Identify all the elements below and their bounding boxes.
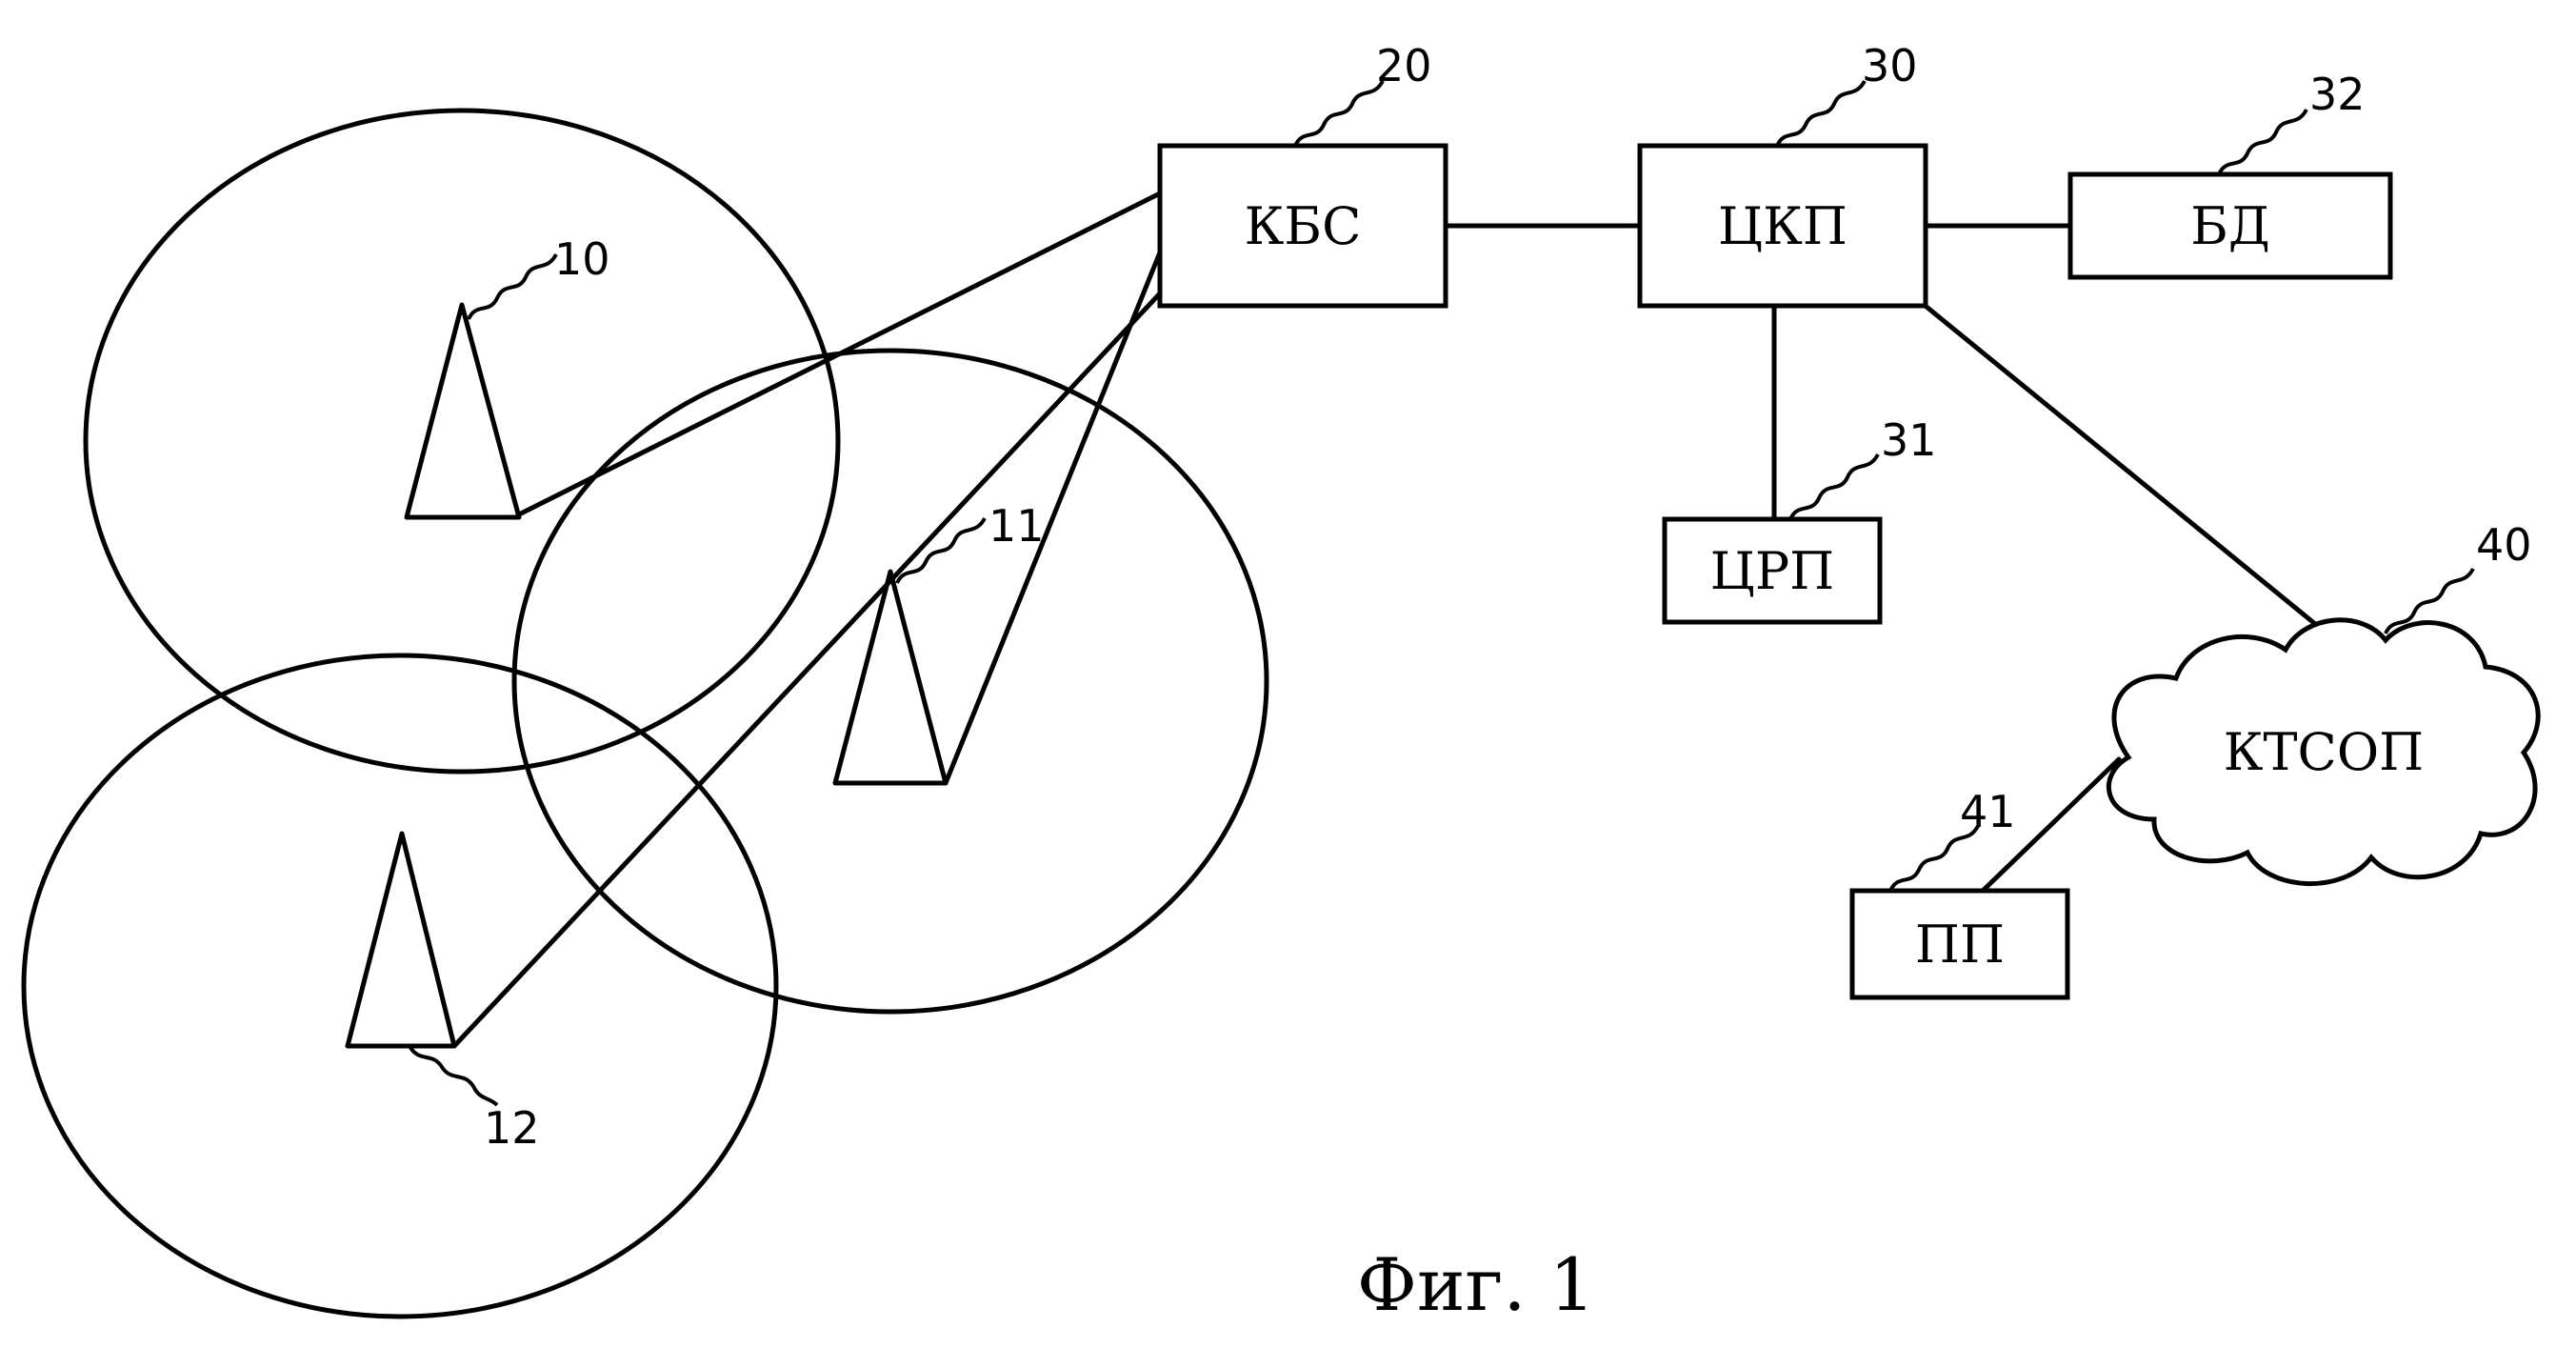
tower-12-icon <box>348 834 454 1046</box>
bd-number: 32 <box>2309 69 2366 120</box>
tower-number-10: 10 <box>554 233 610 285</box>
node-ktsop: КТСОП 40 <box>2108 519 2538 884</box>
link-12-kbs <box>454 293 1160 1046</box>
tower-links <box>454 193 1160 1046</box>
tower-11: 11 <box>835 500 1045 783</box>
ktsop-number: 40 <box>2476 519 2532 571</box>
kbs-leader <box>1295 81 1383 146</box>
tskp-label: ЦКП <box>1718 196 1847 256</box>
tsrp-number: 31 <box>1881 414 1937 466</box>
tsrp-label: ЦРП <box>1710 541 1835 601</box>
node-tsrp: ЦРП 31 <box>1665 414 1937 622</box>
link-11-kbs <box>946 252 1160 783</box>
figure-caption: Фиг. 1 <box>1357 1242 1595 1327</box>
tsrp-leader <box>1790 454 1878 519</box>
tskp-number: 30 <box>1862 40 1918 91</box>
leader-12 <box>409 1046 497 1105</box>
node-pp: ПП 41 <box>1852 786 2067 997</box>
tower-number-12: 12 <box>484 1102 540 1154</box>
node-kbs: КБС 20 <box>1160 40 1446 306</box>
node-tskp: ЦКП 30 <box>1640 40 1926 306</box>
tower-10: 10 <box>407 233 610 517</box>
leader-10 <box>469 254 556 319</box>
kbs-number: 20 <box>1376 40 1432 91</box>
tower-11-icon <box>835 572 946 783</box>
ktsop-label: КТСОП <box>2224 722 2425 782</box>
tower-10-icon <box>407 305 519 517</box>
link-tskp-ktsop <box>1922 303 2335 640</box>
bd-leader <box>2219 110 2306 174</box>
cell-11 <box>514 351 1267 1012</box>
bd-label: БД <box>2190 196 2270 256</box>
tower-number-11: 11 <box>988 500 1045 552</box>
tskp-leader <box>1777 81 1865 146</box>
coverage-cells <box>24 111 1267 1317</box>
cell-10 <box>86 111 838 772</box>
link-10-kbs <box>519 193 1160 514</box>
pp-label: ПП <box>1915 915 2005 975</box>
pp-number: 41 <box>1960 786 2016 837</box>
node-bd: БД 32 <box>2070 69 2390 277</box>
cell-12 <box>24 655 776 1317</box>
tower-12: 12 <box>348 834 540 1154</box>
kbs-label: КБС <box>1245 196 1362 256</box>
